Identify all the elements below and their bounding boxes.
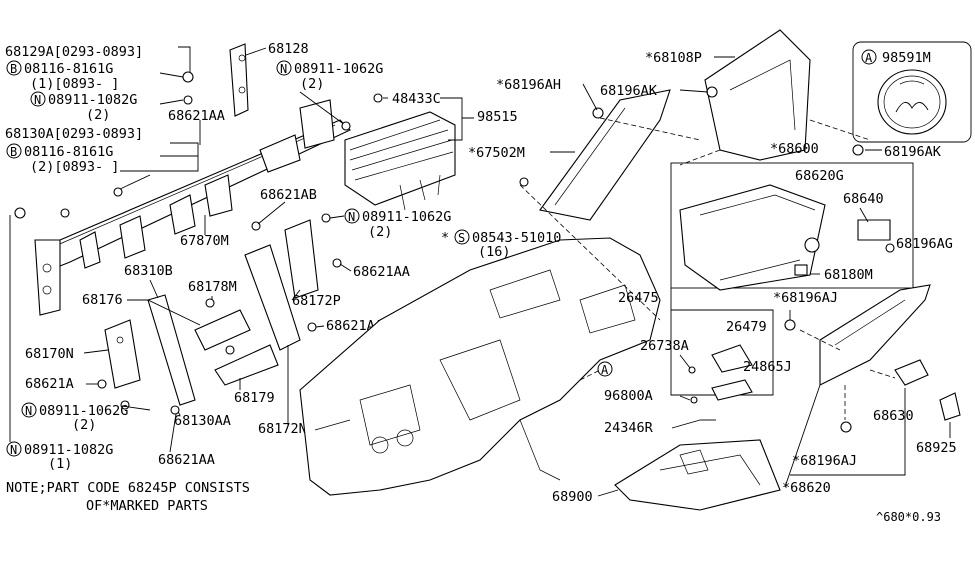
steering-member-beam [34, 43, 351, 316]
label-08116-qty-b: (2)[0893- ] [30, 159, 119, 175]
label-98591M: 98591M [882, 50, 931, 66]
bracket-68310B [147, 294, 196, 406]
screw-marker: S [454, 229, 470, 245]
label-08911-1082G-b: 08911-1082G [24, 442, 113, 458]
svg-text:S: S [458, 231, 465, 245]
label-68310B: 68310B [124, 263, 173, 279]
label-68128: 68128 [268, 41, 309, 57]
instrument-panel [299, 237, 661, 496]
bracket-68179 [214, 344, 279, 386]
label-08911-1082G-a: 08911-1082G [48, 92, 137, 108]
svg-text:N: N [34, 93, 41, 107]
svg-text:N: N [25, 404, 32, 418]
note-line-2: OF*MARKED PARTS [86, 498, 208, 514]
wire-24865J [711, 379, 753, 401]
label-68176: 68176 [82, 292, 123, 308]
label-68172N: 68172N [258, 421, 307, 437]
label-08911-1062G-b: 08911-1062G [362, 209, 451, 225]
diagram-code: ^680*0.93 [876, 510, 941, 524]
label-67870M: 67870M [180, 233, 229, 249]
label-26475: 26475 [618, 290, 659, 306]
label-68196AH: *68196AH [496, 77, 561, 93]
label-08116-qty-a: (1)[0893- ] [30, 76, 119, 92]
ref-marker: A [597, 361, 613, 377]
label-08911-1062G-c: 08911-1062G [39, 403, 128, 419]
ref-marker-a: A [865, 51, 873, 65]
airbag-module [344, 93, 456, 211]
nut-marker: N [344, 208, 360, 224]
label-26479: 26479 [726, 319, 767, 335]
label-08116-8161G-a: 08116-8161G [24, 61, 113, 77]
note-line-1: NOTE;PART CODE 68245P CONSISTS [6, 480, 250, 496]
nut-marker: N [21, 402, 37, 418]
label-68130AA: 68130AA [174, 413, 231, 429]
label-68180M: 68180M [824, 267, 873, 283]
lamp-26479 [711, 344, 753, 373]
label-48433C: 48433C [392, 91, 441, 107]
label-68196AJ-2: *68196AJ [792, 453, 857, 469]
glove-box-cover [539, 89, 671, 221]
label-68600: *68600 [770, 141, 819, 157]
lower-cover-68900 [614, 439, 781, 511]
label-68129A: 68129A[0293-0893] [5, 44, 143, 60]
label-08911-1082G-a-qty: (2) [86, 107, 110, 123]
label-68196AG: 68196AG [896, 236, 953, 252]
label-08543-51010: 08543-51010 [472, 230, 561, 246]
insert-68925 [939, 392, 961, 421]
label-26738A: 26738A [640, 338, 689, 354]
label-68170N: 68170N [25, 346, 74, 362]
bracket-68178M [194, 309, 251, 351]
label-24346R: 24346R [604, 420, 654, 436]
svg-text:N: N [10, 443, 17, 457]
inset-98591M: A 98591M [852, 41, 972, 143]
label-08911-1062G-c-qty: (2) [72, 417, 96, 433]
bolt-marker: B [6, 60, 22, 76]
label-08911-1062G-b-qty: (2) [368, 224, 392, 240]
svg-text:N: N [280, 62, 287, 76]
knob-68630 [894, 359, 929, 386]
label-08116-8161G-b: 08116-8161G [24, 144, 113, 160]
glove-box-bin [679, 184, 826, 291]
label-68620: *68620 [782, 480, 831, 496]
bracket-68170N [104, 319, 141, 389]
label-67502M: *67502M [468, 145, 525, 161]
label-08911-1082G-b-qty: (1) [48, 456, 72, 472]
label-68620G: 68620G [795, 168, 844, 184]
label-68196AJ-1: *68196AJ [773, 290, 838, 306]
label-68172P: 68172P [292, 293, 341, 309]
label-68178M: 68178M [188, 279, 237, 295]
label-68640: 68640 [843, 191, 884, 207]
label-68196AK-1: 68196AK [600, 83, 658, 99]
label-08911-1062G-a: 08911-1062G [294, 61, 383, 77]
label-08543-star: * [441, 230, 449, 246]
label-68630: 68630 [873, 408, 914, 424]
nut-marker: N [30, 91, 46, 107]
label-68179: 68179 [234, 390, 275, 406]
label-68108P: *68108P [645, 50, 702, 66]
label-68130A: 68130A[0293-0893] [5, 126, 143, 142]
label-68621A: 68621A [25, 376, 74, 392]
svg-text:B: B [10, 62, 17, 76]
label-08543-qty: (16) [478, 244, 511, 260]
nut-marker: N [6, 441, 22, 457]
label-68925: 68925 [916, 440, 957, 456]
label-68621AA-1: 68621AA [168, 108, 225, 124]
label-68900: 68900 [552, 489, 593, 505]
label-68196AK-2: 68196AK [884, 144, 942, 160]
svg-text:B: B [10, 145, 17, 159]
bracket-68172P [284, 219, 319, 299]
label-98515: 98515 [477, 109, 518, 125]
svg-text:N: N [348, 210, 355, 224]
nut-marker: N [276, 60, 292, 76]
bolt-marker: B [6, 143, 22, 159]
svg-text:A: A [601, 363, 609, 377]
label-08911-1062G-a-qty: (2) [300, 76, 324, 92]
label-68621AA-2: 68621AA [353, 264, 410, 280]
label-96800A: 96800A [604, 388, 653, 404]
label-68621AB: 68621AB [260, 187, 317, 203]
label-24865J: 24865J [743, 359, 792, 375]
label-68621AA-4: 68621AA [158, 452, 215, 468]
bracket-68172N [244, 244, 301, 351]
